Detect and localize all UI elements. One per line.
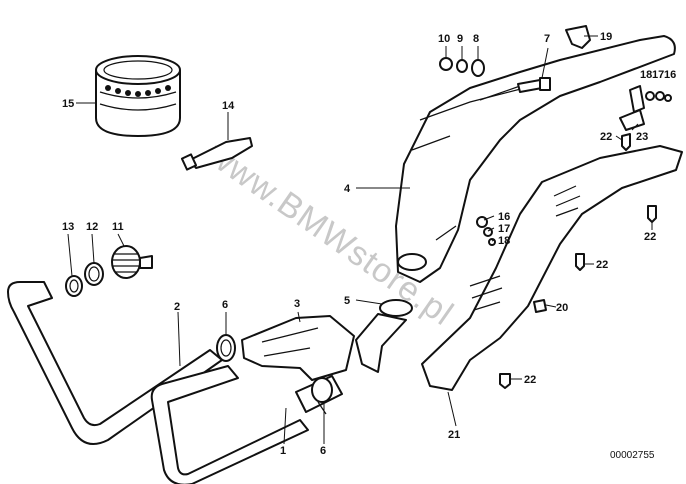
callout-22-a: 22 (600, 131, 612, 143)
callout-17-upper: 17 (652, 69, 664, 81)
part-2-left-exhaust-pipe[interactable] (7, 281, 223, 445)
callout-5: 5 (344, 295, 350, 307)
part-20-screw[interactable] (533, 299, 547, 313)
part-3-collector[interactable] (241, 315, 355, 381)
callout-16-upper: 16 (664, 69, 676, 81)
callout-labels: 15 14 13 12 11 2 6 3 1 6 5 4 10 9 8 7 19… (62, 31, 676, 457)
callout-2: 2 (174, 301, 180, 313)
callout-11: 11 (112, 221, 124, 233)
part-10-nut[interactable] (439, 57, 453, 71)
part-19-bracket[interactable] (565, 25, 591, 49)
callout-22-d: 22 (524, 374, 536, 386)
leader-lines (67, 35, 653, 445)
callout-4: 4 (344, 183, 351, 195)
part-16-18-hardware-upper[interactable] (629, 85, 672, 113)
part-23-bracket[interactable] (619, 109, 645, 131)
part-6-clamp-upper[interactable] (216, 334, 236, 362)
callout-18-upper: 18 (640, 69, 652, 81)
callout-20: 20 (556, 302, 568, 314)
callout-8: 8 (473, 33, 479, 45)
part-11-threaded-nut[interactable] (111, 245, 153, 279)
callout-14: 14 (222, 100, 235, 112)
part-4-muffler[interactable] (395, 35, 676, 283)
callout-1: 1 (280, 445, 286, 457)
callout-22-b: 22 (644, 231, 656, 243)
callout-10: 10 (438, 33, 450, 45)
callout-6-upper: 6 (222, 299, 228, 311)
callout-13: 13 (62, 221, 74, 233)
callout-9: 9 (457, 33, 463, 45)
part-7-bolt[interactable] (517, 77, 551, 93)
part-5-flange[interactable] (355, 299, 413, 373)
part-22-screw-c[interactable] (575, 253, 585, 271)
callout-23: 23 (636, 131, 648, 143)
part-15-cylinder[interactable] (95, 55, 181, 137)
callout-17-mid: 17 (498, 223, 510, 235)
callout-12: 12 (86, 221, 98, 233)
callout-19: 19 (600, 31, 612, 43)
callout-6-lower: 6 (320, 445, 326, 457)
part-12-ring[interactable] (84, 262, 104, 286)
part-9-washer[interactable] (456, 59, 468, 73)
part-22-screw-b[interactable] (647, 205, 657, 223)
part-8-washer[interactable] (471, 59, 485, 77)
callout-18-mid: 18 (498, 235, 510, 247)
drawing-code: 00002755 (610, 450, 655, 461)
part-22-screw-d[interactable] (499, 373, 511, 389)
callout-22-c: 22 (596, 259, 608, 271)
callout-15: 15 (62, 98, 74, 110)
callout-16-mid: 16 (498, 211, 510, 223)
callout-7: 7 (544, 33, 550, 45)
callout-21: 21 (448, 429, 460, 441)
callout-3: 3 (294, 298, 300, 310)
part-22-screw-a[interactable] (621, 133, 631, 151)
part-13-ring[interactable] (65, 275, 83, 297)
part-14-sealing-paste-tube[interactable] (180, 137, 253, 171)
part-21-heat-shield[interactable] (421, 145, 683, 391)
part-6-clamp-lower[interactable] (311, 377, 333, 415)
